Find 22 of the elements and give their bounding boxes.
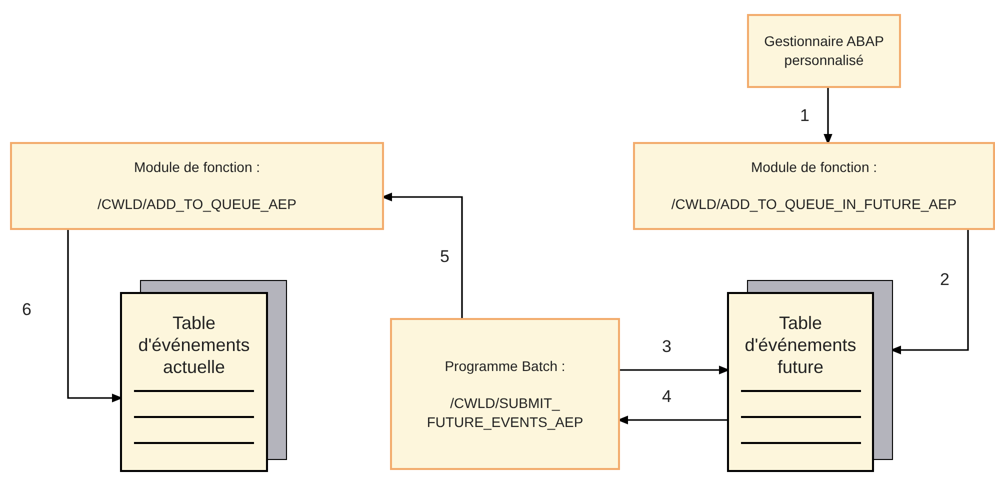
document-title: Table d'événements actuelle <box>137 312 251 378</box>
edge-label: 4 <box>662 387 672 407</box>
box-text: /CWLD/ADD_TO_QUEUE_IN_FUTURE_AEP <box>671 195 957 214</box>
box-heading: Module de fonction : <box>750 158 878 177</box>
document-stack <box>727 280 893 472</box>
process-box <box>633 142 995 230</box>
process-box <box>747 14 901 88</box>
edge-label: 6 <box>22 300 32 320</box>
edge-label: 3 <box>662 337 672 357</box>
box-text: /CWLD/SUBMIT_ FUTURE_EVENTS_AEP <box>426 394 584 432</box>
box-text: /CWLD/ADD_TO_QUEUE_AEP <box>98 195 296 214</box>
edge-label: 5 <box>440 247 450 267</box>
box-heading: Programme Batch : <box>444 356 566 376</box>
arrow <box>824 88 832 145</box>
document-title: Table d'événements future <box>744 312 858 378</box>
document-stack <box>120 280 287 472</box>
box-heading: Module de fonction : <box>134 158 260 177</box>
box-text: Gestionnaire ABAP personnalisé <box>763 32 885 70</box>
process-box <box>10 142 384 230</box>
edge-label: 1 <box>800 106 810 126</box>
process-box <box>390 318 620 470</box>
edge-label: 2 <box>940 270 950 290</box>
